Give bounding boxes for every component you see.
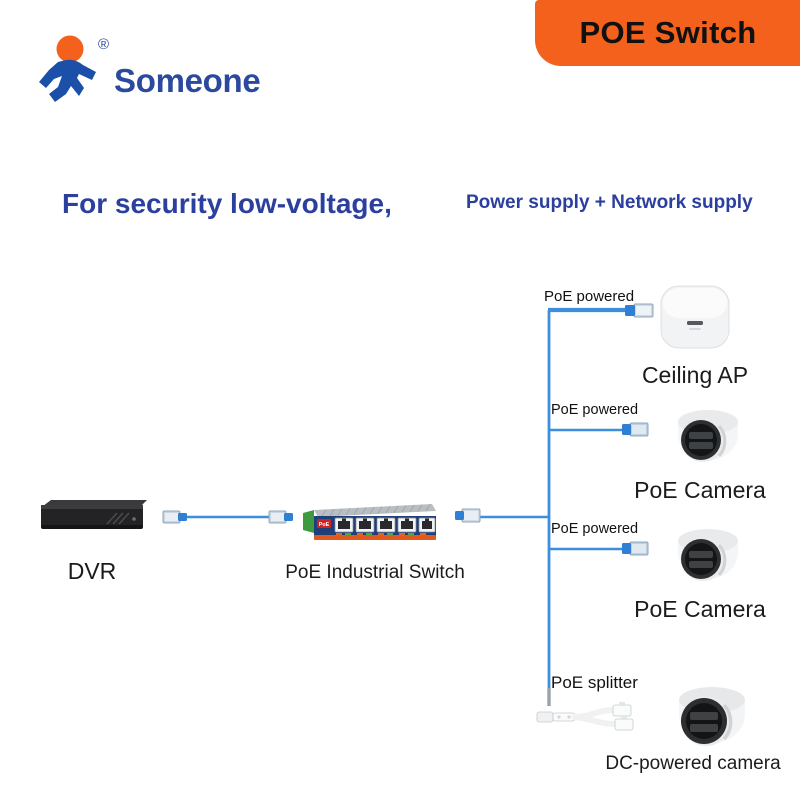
dvr-device-icon: [41, 500, 147, 529]
poe-camera-1-icon: [678, 410, 738, 462]
banner-title: POE Switch: [579, 15, 757, 50]
link-label-ceiling-ap: PoE powered: [544, 288, 635, 305]
rj45-connector-icon: [162, 510, 187, 524]
svg-text:PoE: PoE: [319, 522, 330, 528]
poe-industrial-switch-icon: PoE: [303, 504, 436, 540]
poe-camera-1-label: PoE Camera: [634, 477, 766, 503]
tagline-sub: Power supply + Network supply: [466, 192, 753, 213]
header-banner: POE Switch: [535, 0, 800, 66]
poe-splitter-icon: [536, 702, 634, 731]
brand-logo: ® Someone: [36, 32, 296, 118]
dvr-label: DVR: [67, 558, 117, 584]
rj45-connector-icon: [622, 541, 649, 556]
dc-powered-camera-icon: [679, 687, 745, 746]
rj45-connector-icon: [622, 422, 649, 437]
poe-camera-2-label: PoE Camera: [634, 596, 766, 622]
link-label-camera-2: PoE powered: [551, 521, 639, 537]
rj45-connector-icon: [455, 508, 481, 523]
poe-camera-2-icon: [678, 529, 738, 581]
dc-powered-camera-label: DC-powered camera: [605, 753, 781, 774]
rj45-connector-icon: [268, 510, 293, 524]
brand-name: Someone: [114, 62, 261, 99]
poe-switch-label: PoE Industrial Switch: [285, 562, 465, 583]
link-label-camera-1: PoE powered: [551, 402, 639, 418]
poe-splitter-label: PoE splitter: [551, 673, 638, 692]
ceiling-ap-label: Ceiling AP: [641, 362, 749, 388]
running-person-logo-icon: [39, 35, 96, 102]
rj45-connector-icon: [625, 303, 654, 318]
tagline-main: For security low-voltage,: [62, 188, 392, 219]
registered-trademark-icon: ®: [98, 36, 110, 53]
ceiling-access-point-icon: [660, 285, 730, 349]
